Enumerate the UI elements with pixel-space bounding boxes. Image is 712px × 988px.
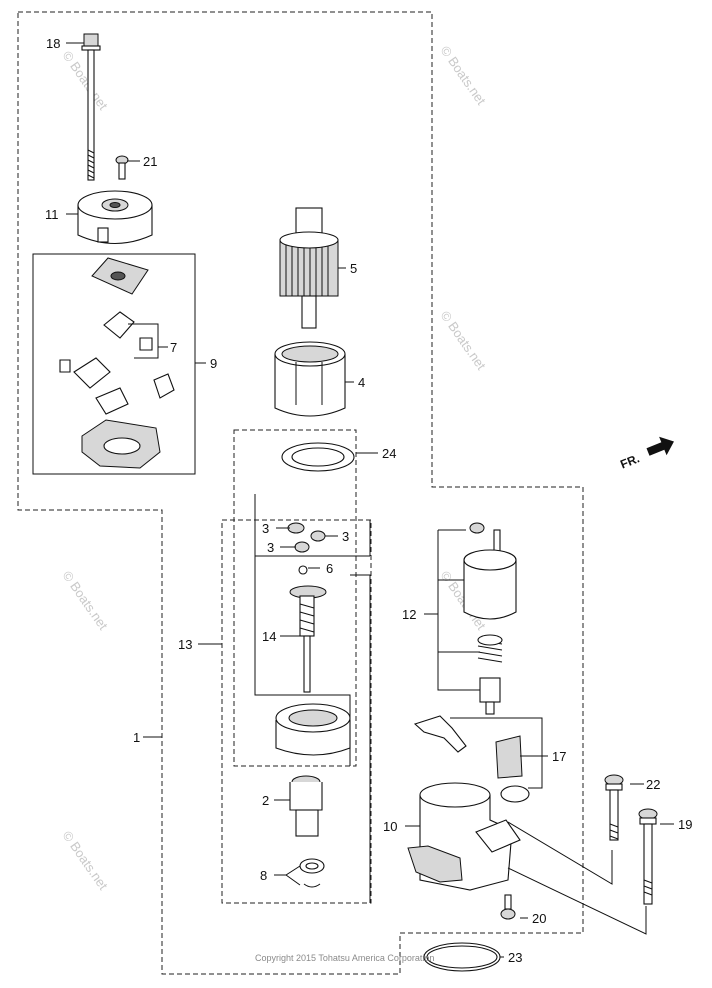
part-23-o-ring (423, 942, 501, 972)
callout-18: 18 (46, 36, 60, 51)
part-19-bolt (638, 808, 658, 905)
watermark-1: © Boats.net (60, 48, 112, 113)
part-13-gear-housing (275, 703, 351, 756)
front-direction-label: FR. (618, 451, 641, 471)
watermark-6: © Boats.net (60, 828, 112, 893)
part-5-armature (279, 207, 339, 329)
group-box-3 (255, 520, 371, 557)
group-box-13 (221, 519, 372, 904)
copyright-text: Copyright 2015 Tohatsu America Corporati… (255, 953, 434, 963)
callout-14: 14 (262, 629, 276, 644)
part-11-end-cover (77, 190, 153, 244)
callout-12: 12 (402, 607, 416, 622)
leader-lines (66, 42, 674, 958)
callout-22: 22 (646, 777, 660, 792)
callout-8: 8 (260, 868, 267, 883)
callouts: 18 21 11 5 7 9 4 24 3 3 3 6 12 14 13 1 1… (45, 36, 692, 965)
callout-1: 1 (133, 730, 140, 745)
part-18-bolt (81, 33, 101, 181)
callout-21: 21 (143, 154, 157, 169)
callout-17: 17 (552, 749, 566, 764)
part-4-yoke (274, 341, 346, 417)
part-3-nuts (287, 522, 326, 553)
group-box-9 (32, 253, 196, 475)
part-10-housing (407, 782, 521, 891)
part-9-brush-holder (59, 257, 175, 469)
part-21-screw (115, 155, 129, 180)
part-8-stop-ring (299, 858, 325, 888)
part-24-ring (281, 442, 355, 472)
group-box-24 (233, 429, 357, 767)
part-2-clutch (289, 775, 323, 837)
callout-10: 10 (383, 819, 397, 834)
callout-3-c: 3 (267, 540, 274, 555)
callout-5: 5 (350, 261, 357, 276)
callout-3-b: 3 (342, 529, 349, 544)
callout-23: 23 (508, 950, 522, 965)
front-direction-indicator: FR. (618, 436, 674, 472)
callout-4: 4 (358, 375, 365, 390)
part-6-ball (298, 565, 308, 575)
front-arrow-icon (646, 436, 674, 456)
watermark-2: © Boats.net (438, 43, 490, 108)
callout-9: 9 (210, 356, 217, 371)
watermark-4: © Boats.net (60, 568, 112, 633)
callout-19: 19 (678, 817, 692, 832)
callout-7: 7 (170, 340, 177, 355)
callout-13: 13 (178, 637, 192, 652)
watermark-3: © Boats.net (438, 308, 490, 373)
callout-20: 20 (532, 911, 546, 926)
part-14-shaft (289, 585, 327, 693)
callout-2: 2 (262, 793, 269, 808)
callout-24: 24 (382, 446, 396, 461)
part-22-bolt (604, 774, 624, 841)
callout-3-a: 3 (262, 521, 269, 536)
callout-6: 6 (326, 561, 333, 576)
part-20-bolt (500, 894, 516, 920)
part-17-lever (413, 715, 530, 803)
group-box-inner (254, 494, 371, 903)
callout-11: 11 (45, 207, 59, 222)
assembly-outline (17, 11, 584, 975)
